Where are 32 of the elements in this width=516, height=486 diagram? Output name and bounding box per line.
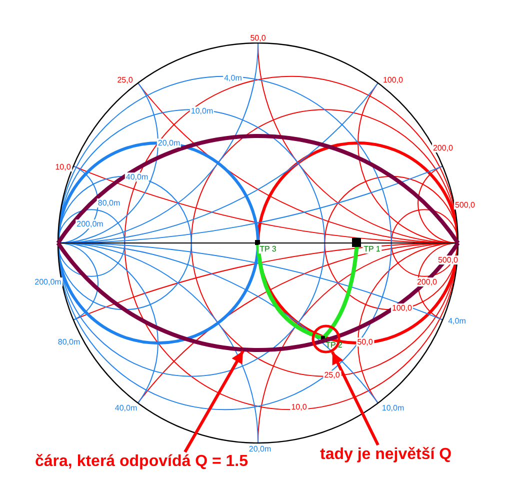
scale-label: 40,0m — [114, 404, 138, 412]
scale-label: 10,0m — [190, 106, 214, 116]
scale-label: 25,0 — [116, 76, 134, 84]
scale-label: 500,0 — [454, 200, 476, 210]
scale-label: 80,0m — [96, 198, 122, 208]
scale-label: 50,0 — [249, 34, 267, 42]
scale-label: 20,0m — [156, 138, 182, 148]
scale-label: 500,0 — [436, 256, 460, 264]
scale-label: 200,0 — [416, 278, 438, 286]
scale-label: 40,0m — [124, 172, 150, 182]
annotation-text: čára, která odpovídá Q = 1.5 — [35, 452, 248, 472]
scale-label: 100,0 — [382, 76, 404, 84]
test-point-label: TP 2 — [324, 340, 344, 350]
scale-label: 20,0m — [248, 444, 272, 454]
scale-label: 80,0m — [56, 338, 82, 346]
test-point-label: TP 1 — [362, 244, 382, 254]
scale-label: 25,0 — [323, 370, 341, 380]
scale-label: 200,0 — [432, 144, 454, 152]
scale-label: 10,0m — [380, 404, 406, 412]
scale-label: 4,0m — [447, 316, 467, 326]
highlight-circle — [312, 324, 340, 354]
arrow — [331, 351, 380, 446]
scale-label: 100,0 — [390, 304, 414, 312]
scale-label: 50,0 — [356, 338, 374, 346]
arrow — [184, 350, 244, 453]
scale-label: 10,0 — [290, 402, 308, 412]
scale-label: 200,0m — [34, 278, 62, 286]
scale-label: 10,0 — [54, 162, 72, 172]
scale-label: 200,0m — [76, 220, 104, 228]
test-point-label: TP 3 — [258, 244, 278, 254]
scale-label: 4,0m — [223, 74, 243, 82]
annotation-text: tady je největší Q — [320, 445, 452, 465]
